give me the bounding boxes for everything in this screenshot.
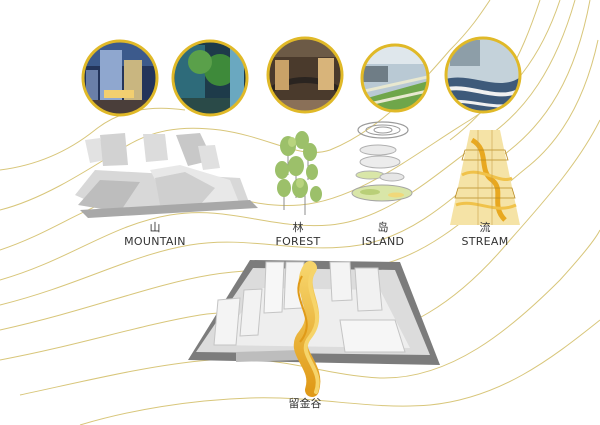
stream-plan — [450, 130, 520, 225]
mountain-model — [75, 133, 258, 218]
mountain-label-en: MOUNTAIN — [124, 235, 186, 248]
stream-label-en: STREAM — [461, 235, 509, 248]
stream-label-cn: 流 — [479, 221, 491, 234]
photo-4 — [360, 43, 430, 113]
photo-1 — [81, 39, 159, 117]
forest-label-cn: 林 — [292, 221, 304, 234]
island-label-en: ISLAND — [361, 235, 405, 248]
photo-3 — [266, 36, 344, 114]
site-model — [188, 260, 440, 397]
island-layers — [351, 121, 413, 202]
photo-5 — [444, 36, 522, 114]
photo-2 — [171, 39, 249, 117]
mountain-label-cn: 山 — [149, 221, 161, 234]
forest-trees — [275, 131, 322, 215]
forest-label-en: FOREST — [275, 235, 321, 248]
island-label-cn: 岛 — [377, 221, 389, 234]
site-title: 留金谷 — [288, 397, 322, 410]
